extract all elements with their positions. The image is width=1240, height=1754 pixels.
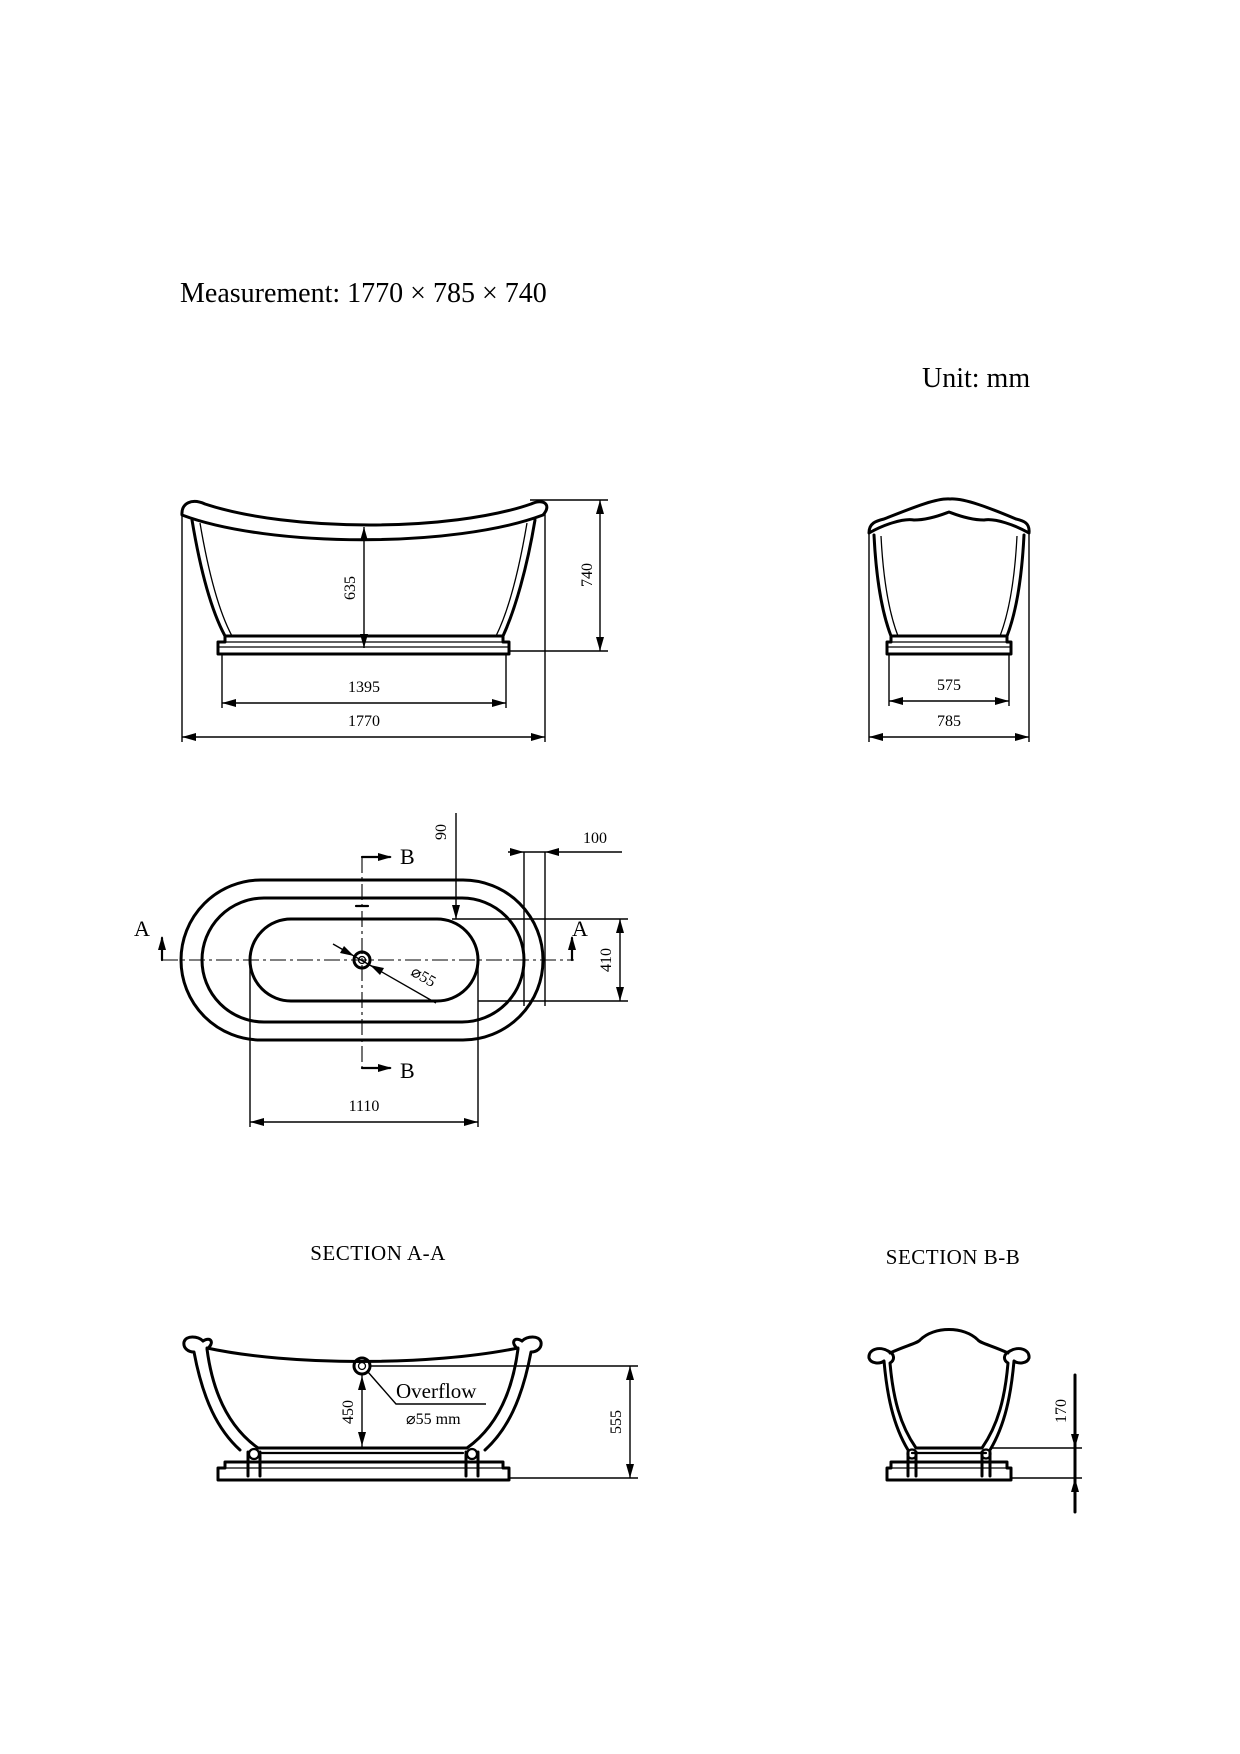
- unit-label: Unit: mm: [922, 363, 1030, 394]
- section-mark-b-bottom: B: [400, 1058, 415, 1083]
- height-total-label: 740: [579, 563, 596, 587]
- section-aa: 450 Overflow ⌀55 mm 555: [182, 1335, 638, 1482]
- section-aa-title: SECTION A-A: [310, 1241, 446, 1265]
- end-view-left-wall: [872, 533, 893, 638]
- section-aa-left-wall: [182, 1335, 242, 1452]
- side-view-left-wall: [190, 518, 227, 638]
- section-aa-plinth: [216, 1460, 511, 1482]
- side-view-right-wall: [501, 518, 537, 638]
- end-view-plinth: [885, 634, 1013, 656]
- section-bb-right-wall: [988, 1347, 1031, 1452]
- measurement-heading: Measurement: 1770 × 785 × 740: [180, 278, 547, 309]
- overall-length-label: 1770: [348, 713, 380, 730]
- depth-label: 170: [1053, 1399, 1070, 1423]
- section-aa-top-curve: [205, 1346, 520, 1363]
- basin-width-label: 410: [598, 948, 615, 972]
- rim-width-label: 100: [583, 830, 607, 847]
- overflow-height-label: 450: [340, 1400, 357, 1424]
- rim-height-label: 555: [608, 1410, 625, 1434]
- drain: [352, 950, 372, 970]
- section-bb-plinth: [885, 1460, 1013, 1482]
- overflow-size-label: ⌀55 mm: [406, 1411, 461, 1428]
- base-width-label: 575: [937, 677, 961, 694]
- drain-offset-label: 90: [433, 824, 450, 840]
- basin-length-label: 1110: [349, 1098, 380, 1115]
- inner-height-label: 635: [342, 576, 359, 600]
- section-bb-left-wall: [867, 1347, 910, 1452]
- side-view-plinth: [216, 634, 511, 656]
- end-view-right-wall: [1005, 533, 1026, 638]
- overflow-label: Overflow: [396, 1379, 477, 1403]
- section-mark-a-right: A: [572, 916, 588, 941]
- section-bb-top-curve: [888, 1328, 1010, 1355]
- side-view: 740 635 1395 1770: [180, 499, 608, 742]
- section-mark-b-top: B: [400, 844, 415, 869]
- overflow-leader: [367, 1371, 486, 1405]
- side-view-rim: [180, 500, 549, 542]
- overall-width-label: 785: [937, 713, 961, 730]
- section-mark-a-left: A: [134, 916, 150, 941]
- drain-diameter-label: ⌀55: [408, 963, 439, 991]
- base-length-label: 1395: [348, 679, 380, 696]
- section-bb: 170: [867, 1328, 1082, 1514]
- section-bb-title: SECTION B-B: [886, 1245, 1020, 1269]
- section-aa-right-wall: [483, 1335, 543, 1452]
- end-view: 575 785: [867, 497, 1031, 742]
- end-view-rim: [867, 497, 1031, 535]
- plan-view: A A B B ⌀55 90 100: [134, 813, 628, 1127]
